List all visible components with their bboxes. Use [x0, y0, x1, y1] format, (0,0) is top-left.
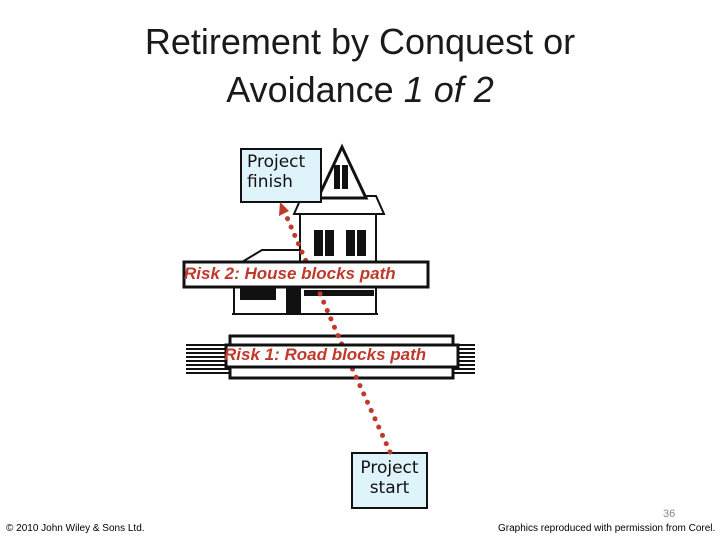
- title-line-2: Avoidance 1 of 2: [60, 66, 660, 114]
- road-stripes-left: [186, 343, 230, 376]
- slide-title: Retirement by Conquest or Avoidance 1 of…: [60, 18, 660, 114]
- house-lower-window: [240, 286, 276, 300]
- project-finish-line2: finish: [247, 172, 293, 192]
- title-line-1: Retirement by Conquest or: [144, 21, 576, 62]
- slide-number: 36: [663, 508, 676, 520]
- copyright-notice: © 2010 John Wiley & Sons Ltd.: [6, 523, 145, 534]
- project-start-label: Project start: [352, 458, 427, 498]
- title-line-2-italic: 1 of 2: [403, 69, 494, 110]
- project-finish-line1: Project: [247, 152, 306, 172]
- project-start-line1: Project: [360, 458, 419, 478]
- house-porch-rail: [304, 290, 374, 296]
- title-line-2-plain: Avoidance: [226, 69, 404, 110]
- risk2-label: Risk 2: House blocks path: [184, 264, 396, 283]
- risk1-label: Risk 1: Road blocks path: [224, 345, 427, 364]
- project-finish-box: [240, 148, 322, 203]
- project-start-line2: start: [369, 478, 410, 498]
- risk1-label-box: [224, 343, 460, 369]
- project-finish-label: Project finish: [247, 152, 305, 192]
- path-arrowhead: [279, 202, 289, 216]
- risk-path-dotted-line: [279, 203, 393, 455]
- project-start-box: [351, 452, 428, 509]
- risk2-label-box: [182, 260, 430, 289]
- house-door: [286, 284, 300, 314]
- graphics-credit: Graphics reproduced with permission from…: [498, 523, 716, 534]
